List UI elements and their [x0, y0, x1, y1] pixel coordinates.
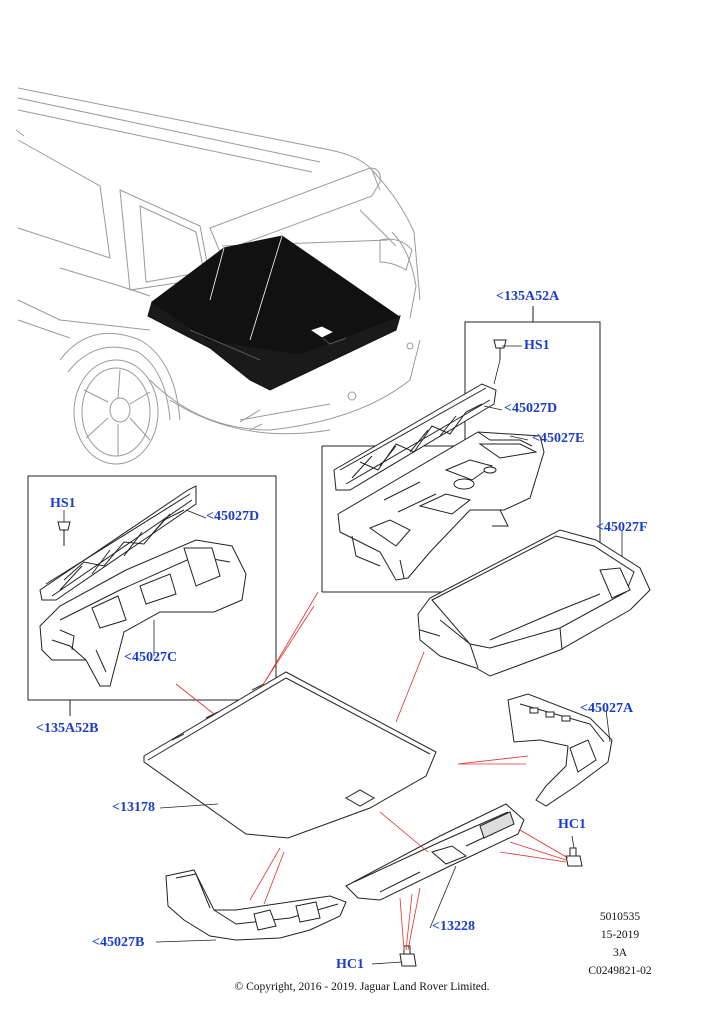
callout-13228: <13228	[432, 919, 475, 934]
assembly-leader-lines	[175, 591, 569, 951]
callout-45027d-right: <45027D	[504, 401, 558, 416]
rail-45027d-right	[333, 383, 497, 491]
hs1-bolt-right	[493, 339, 507, 385]
callout-13178: <13178	[112, 800, 155, 815]
callout-hc1-bottom: HC1	[336, 957, 364, 972]
callout-hs1-right: HS1	[524, 338, 550, 353]
sill-plate-13228	[345, 803, 525, 901]
hc1-clip-right	[565, 847, 583, 867]
callout-45027d-left: <45027D	[206, 509, 260, 524]
meta-line-1: 5010535	[599, 911, 641, 923]
callout-hc1-right: HC1	[558, 817, 586, 832]
callout-hs1-left: HS1	[50, 496, 76, 511]
callout-45027c-left: <45027C	[124, 650, 178, 665]
meta-line-2: 15-2019	[600, 929, 640, 941]
callout-45027e-right: <45027E	[532, 431, 585, 446]
callout-45027a: <45027A	[580, 701, 634, 716]
meta-line-3: 3A	[612, 947, 628, 959]
meta-block: 5010535 15-2019 3A C0249821-02	[570, 908, 670, 980]
callout-45027b: <45027B	[92, 935, 145, 950]
hs1-bolt-left	[57, 521, 71, 546]
trim-45027b	[165, 869, 347, 941]
leader-lines	[63, 345, 623, 965]
callout-135a52a: <135A52A	[496, 289, 560, 304]
tray-45027e-right	[337, 431, 545, 581]
callout-45027f: <45027F	[596, 520, 648, 535]
tray-45027c-left	[39, 539, 247, 687]
copyright-notice: © Copyright, 2016 - 2019. Jaguar Land Ro…	[234, 981, 490, 993]
load-floor-13178	[143, 671, 437, 839]
trim-45027a	[507, 693, 613, 807]
callout-135a52b: <135A52B	[36, 721, 99, 736]
vehicle-outline	[15, 87, 421, 465]
meta-line-4: C0249821-02	[588, 965, 652, 977]
vehicle-load-space-highlight	[147, 235, 401, 391]
tray-45027f	[417, 529, 651, 677]
rail-45027d-left	[39, 485, 197, 601]
